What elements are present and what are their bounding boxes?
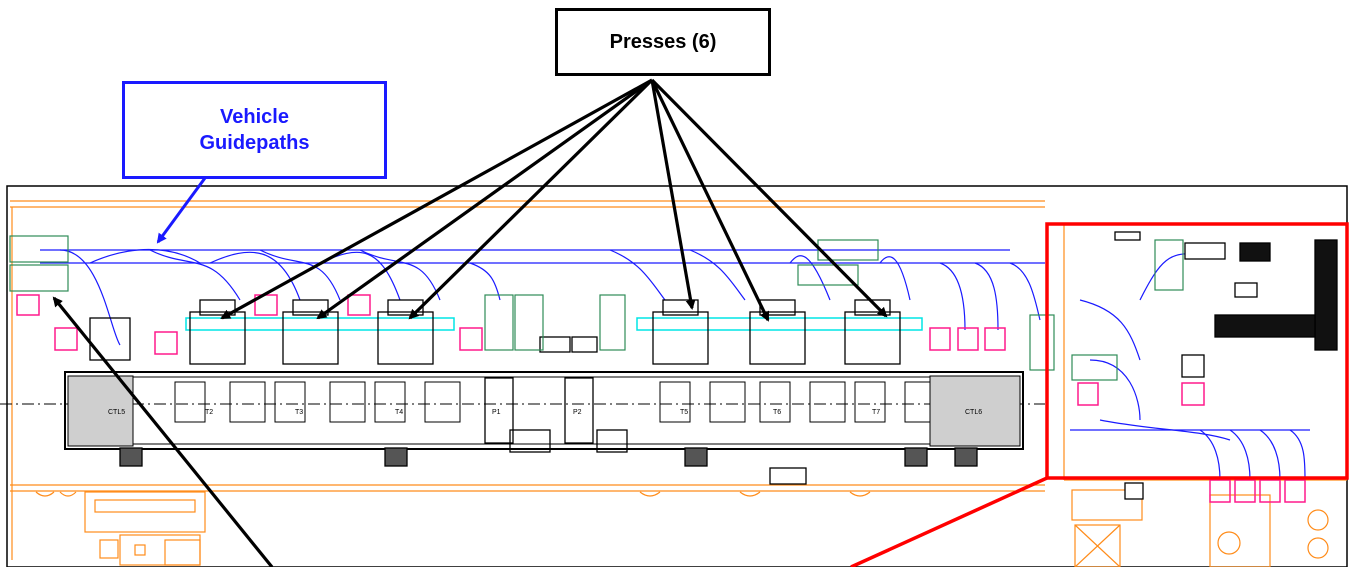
right-area-equipment [1114, 231, 1338, 500]
presses-callout: Presses (6) [555, 8, 771, 76]
station-label: CTL5 [108, 409, 125, 416]
expansion-area-highlight [850, 222, 1349, 567]
station-label: T6 [773, 409, 781, 416]
station-label: T2 [205, 409, 213, 416]
presses-label: Presses (6) [609, 31, 717, 53]
station-label: T7 [872, 409, 880, 416]
conveyors [185, 317, 923, 331]
press-callout-arrows [220, 78, 888, 322]
storage-callout-arrow [52, 296, 274, 567]
station-label: T3 [295, 409, 303, 416]
station-label: P2 [573, 409, 582, 416]
building-walls [10, 200, 1347, 567]
station-label: T5 [680, 409, 688, 416]
main-transfer-line [0, 371, 1045, 450]
vehicle-label-line1: Vehicle [220, 106, 289, 128]
station-label: P1 [492, 409, 501, 416]
station-label: CTL6 [965, 409, 982, 416]
tool-stations [174, 381, 931, 423]
pickup-dropoff-stations [16, 294, 1306, 503]
press-stations [89, 299, 978, 485]
vehicle-guidepaths-callout: Vehicle Guidepaths [122, 81, 387, 179]
vehicle-guidepaths [40, 249, 1310, 481]
vehicle-label-line2: Guidepaths [199, 132, 310, 154]
guidepath-callout-arrow [156, 177, 207, 244]
storage-racks [9, 235, 1184, 381]
station-label: T4 [395, 409, 403, 416]
